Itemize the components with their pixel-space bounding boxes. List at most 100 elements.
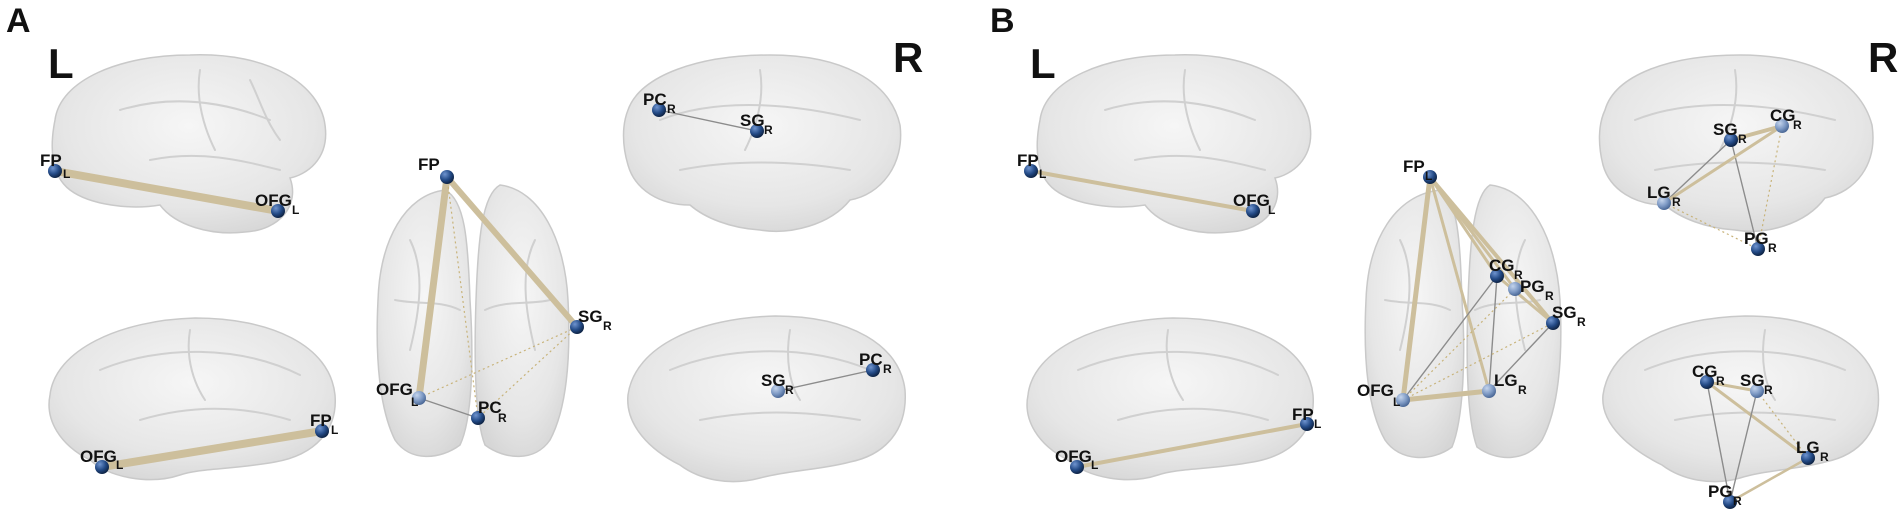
edge-ofg-fp [1075, 422, 1309, 469]
edge-ofg-fp [98, 427, 326, 471]
panel-b-right-medial-view: CG R SG R LG R PG R [1602, 315, 1880, 509]
node-hemisphere: R [785, 383, 794, 397]
node-cg [1700, 375, 1714, 389]
node-label: OFG [376, 380, 413, 399]
node-hemisphere: R [1672, 195, 1681, 209]
node-label: PC [478, 398, 502, 417]
edge-ofg-sg [418, 326, 578, 399]
edge-fp-ofg [1400, 174, 1433, 403]
edge-sg-lg [1756, 390, 1809, 459]
node-label: FP [1403, 157, 1425, 176]
edge-lg-sg [1488, 322, 1554, 392]
node-hemisphere: R [883, 362, 892, 376]
node-label: OFG [255, 191, 292, 210]
node-hemisphere: L [292, 203, 299, 217]
node-ofg [95, 460, 109, 474]
node-hemisphere: R [498, 411, 507, 425]
panel-a: A L R FP L OFG L FP L [6, 2, 923, 483]
edge-cg-lg [1705, 380, 1810, 460]
edge-fp-sg [444, 174, 580, 330]
node-fp [48, 164, 62, 178]
panel-b-right-hemisphere-label: R [1868, 34, 1898, 81]
node-hemisphere: R [667, 102, 676, 116]
node-label: SG [578, 307, 603, 326]
node-label: SG [761, 371, 786, 390]
node-fp [1300, 417, 1314, 431]
brain-surface [627, 315, 906, 483]
panel-b-left-hemisphere-label: L [1030, 40, 1056, 87]
edge-cg-sg [1495, 274, 1555, 325]
edge-cg-pg [1706, 381, 1731, 503]
node-hemisphere: R [1793, 118, 1802, 132]
panel-a-right-hemisphere-label: R [893, 34, 923, 81]
node-hemisphere: L [1268, 203, 1275, 217]
node-label: PG [1708, 482, 1733, 501]
edge-ofg-pc [418, 397, 479, 419]
edge-cg-lg [1488, 275, 1498, 392]
panel-b: B L R FP L OFG L FP L OFG [990, 2, 1898, 509]
node-fp [440, 170, 454, 184]
node-hemisphere: R [1545, 289, 1554, 303]
edge-fp-pc [446, 176, 479, 419]
node-hemisphere: L [411, 395, 418, 409]
node-label: FP [310, 411, 332, 430]
node-label: LG [1647, 183, 1671, 202]
node-label: FP [418, 155, 440, 174]
node-pg [1723, 495, 1737, 509]
node-hemisphere: R [764, 123, 773, 137]
edge-fp-ofg [415, 173, 451, 402]
edge-pc-sg [658, 109, 758, 132]
edge-sg-lg [1663, 139, 1732, 204]
node-label: SG [1713, 120, 1738, 139]
edge-cg-sg [1705, 380, 1759, 393]
edge-sg-pg [1730, 139, 1759, 250]
node-lg [1801, 451, 1815, 465]
node-label: SG [1552, 303, 1577, 322]
brain-surface [51, 54, 327, 234]
node-hemisphere: R [1577, 315, 1586, 329]
edge-ofg-sg [1402, 322, 1554, 401]
node-label: OFG [1233, 191, 1270, 210]
node-label: PC [859, 350, 883, 369]
node-pc [652, 103, 666, 117]
node-hemisphere: R [1514, 268, 1523, 282]
node-sg [1750, 384, 1764, 398]
panel-a-right-lateral-view: PC R SG R [622, 54, 902, 232]
node-label: PG [1520, 277, 1545, 296]
node-label: SG [740, 111, 765, 130]
panel-b-right-lateral-view: SG R CG R LG R PG R [1598, 54, 1874, 256]
node-lg [1482, 384, 1496, 398]
brain-surface [1026, 317, 1314, 481]
node-label: CG [1770, 106, 1796, 125]
node-ofg [412, 391, 426, 405]
node-pg [1751, 242, 1765, 256]
node-hemisphere: R [1768, 241, 1777, 255]
edge-lg-pg [1728, 456, 1810, 504]
node-sg [1546, 316, 1560, 330]
node-cg [1490, 269, 1504, 283]
node-fp [1423, 170, 1437, 184]
edge-ofg-cg [1402, 275, 1498, 401]
edge-fp-ofg [1029, 169, 1255, 213]
node-sg [1724, 133, 1738, 147]
node-hemisphere: R [1764, 383, 1773, 397]
node-cg [1775, 119, 1789, 133]
edge-sg-pg [1729, 390, 1758, 503]
edge-lg-cg [1662, 124, 1784, 205]
node-hemisphere: R [1738, 132, 1747, 146]
node-fp [1024, 164, 1038, 178]
node-pc [866, 363, 880, 377]
node-fp [315, 424, 329, 438]
node-label: FP [1292, 405, 1314, 424]
node-label: CG [1489, 256, 1515, 275]
node-label: FP [40, 151, 62, 170]
panel-b-dorsal-view: FP L CG R PG R SG R LG R OFG L [1357, 157, 1586, 459]
node-hemisphere: R [1716, 374, 1725, 388]
node-hemisphere: L [1314, 417, 1321, 431]
panel-a-dorsal-view: FP SG R OFG L PC R [376, 155, 612, 458]
panel-a-left-lateral-view: FP L OFG L [40, 54, 327, 234]
edge-sg-cg [1729, 124, 1784, 142]
edge-fp-lg [1428, 175, 1491, 393]
edge-fp-ofg [51, 167, 282, 215]
